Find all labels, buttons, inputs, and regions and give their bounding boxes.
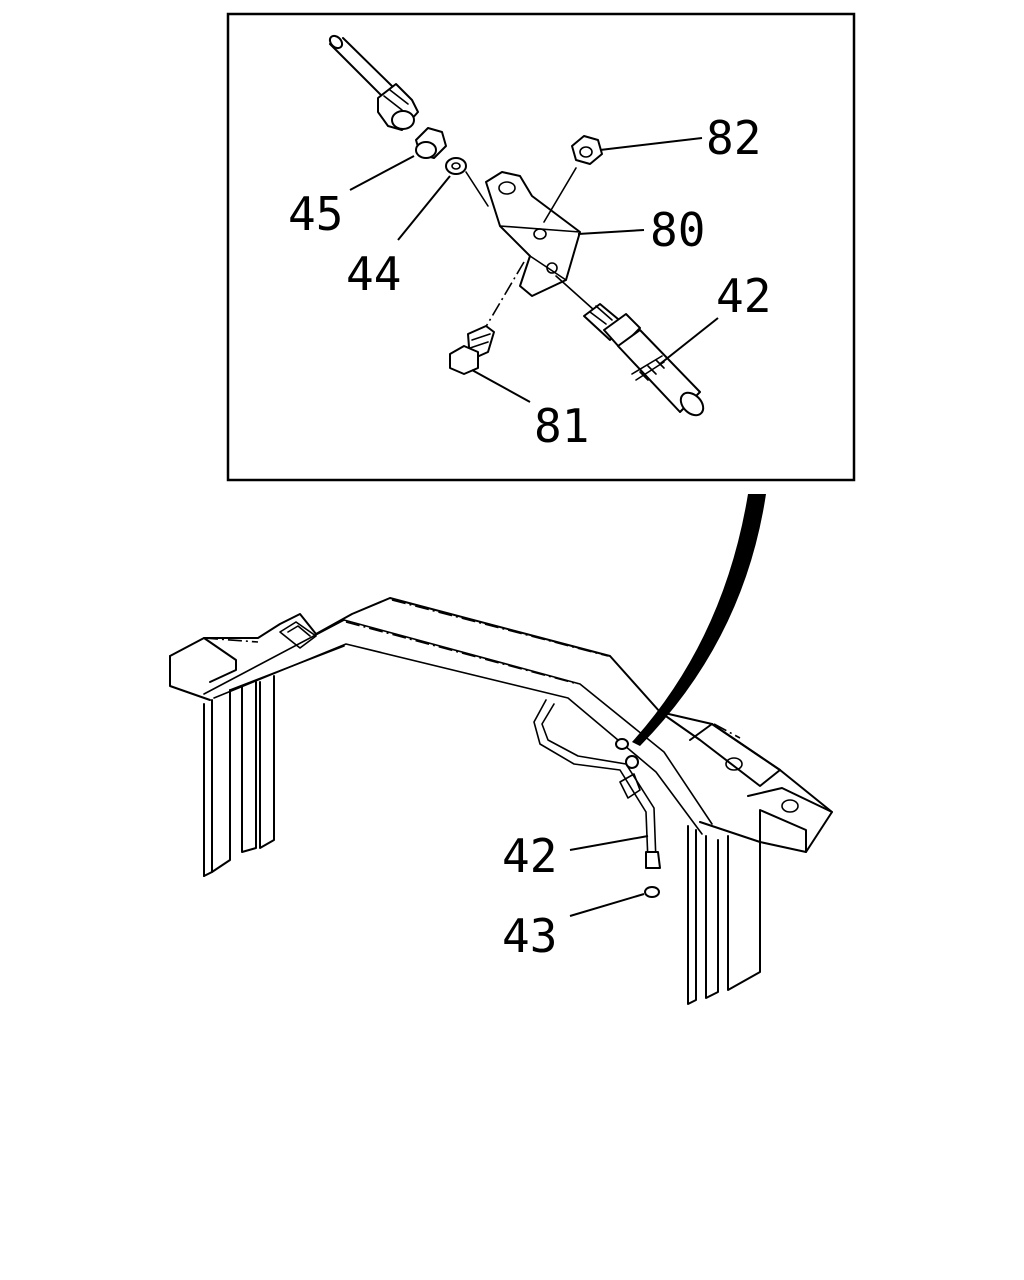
callout-82: 82 [706, 111, 761, 165]
leader-45 [349, 155, 415, 191]
pipe-upper [328, 34, 419, 131]
axis-line-82 [543, 167, 577, 223]
nut-45 [415, 127, 447, 159]
leader-81 [471, 369, 531, 403]
leader-80 [577, 229, 645, 235]
nut-82 [571, 135, 603, 165]
callout-81: 81 [534, 399, 589, 453]
frame-nut-upper [615, 738, 629, 750]
callout-44: 44 [346, 247, 401, 301]
callout-42-top: 42 [716, 269, 771, 323]
leader-82 [599, 137, 703, 151]
detail-inset: 82 80 45 44 42 81 [226, 12, 856, 482]
axis-line-upper [465, 171, 489, 207]
leader-44 [397, 175, 451, 241]
bolt-81 [449, 261, 525, 375]
callout-42-bottom: 42 [502, 829, 557, 883]
callout-80: 80 [650, 203, 705, 257]
frame-crossmember [169, 597, 833, 1005]
frame-nut-lower [625, 755, 639, 769]
callout-45: 45 [288, 187, 343, 241]
hose-42-end [645, 851, 661, 869]
bracket-80 [485, 171, 581, 297]
leader-42-bottom [569, 835, 649, 851]
hose-42-detail [555, 275, 705, 417]
detail-pointer [632, 494, 766, 746]
leader-43 [569, 893, 645, 917]
washer-44 [445, 157, 467, 175]
callout-43: 43 [502, 909, 557, 963]
leader-42-detail [659, 317, 719, 365]
washer-43 [644, 886, 660, 898]
